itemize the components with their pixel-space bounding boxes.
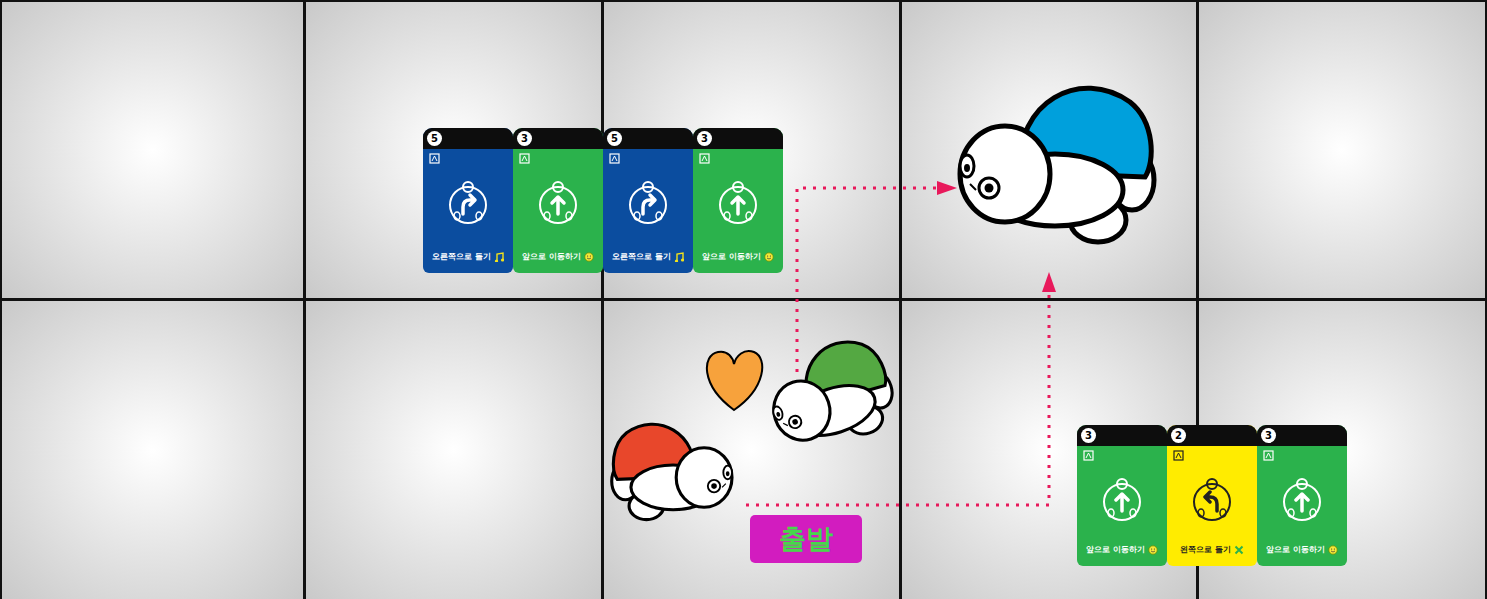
card-number: 3 (1261, 428, 1276, 443)
heart (707, 351, 762, 410)
card-symbol (764, 252, 774, 262)
turtle-command-icon (623, 178, 673, 228)
card-symbol (1148, 545, 1158, 555)
instruction-card: 3 앞으로 이동하기 (693, 128, 783, 273)
green-turtle (759, 332, 903, 460)
card-header: 5 (423, 128, 513, 149)
blue-turtle (960, 88, 1154, 242)
card-label-row: 앞으로 이동하기 (693, 251, 783, 262)
board-cell (2, 301, 303, 599)
card-number: 3 (697, 131, 712, 146)
card-mini-icon (1083, 450, 1095, 462)
card-header: 2 (1167, 425, 1257, 446)
arrow-head (937, 181, 957, 195)
turtle-command-icon (533, 178, 583, 228)
board-cell (2, 2, 303, 298)
start-text: 출발 (779, 521, 833, 557)
card-mini-icon (699, 153, 711, 165)
board-cell (1199, 2, 1485, 298)
card-number: 3 (1081, 428, 1096, 443)
card-mini-icon (1173, 450, 1185, 462)
board-cell (306, 301, 601, 599)
card-header: 5 (603, 128, 693, 149)
turtle-command-icon (713, 178, 763, 228)
card-symbol (494, 252, 504, 262)
path-dots (746, 292, 1049, 505)
card-label-row: 왼쪽으로 돌기 (1167, 544, 1257, 555)
card-mini-icon (429, 153, 441, 165)
card-header: 3 (1257, 425, 1347, 446)
card-header: 3 (513, 128, 603, 149)
card-number: 5 (427, 131, 442, 146)
card-label: 앞으로 이동하기 (1266, 544, 1325, 555)
card-mini-icon (519, 153, 531, 165)
path-dots (797, 188, 938, 372)
card-mini-icon (609, 153, 621, 165)
card-label: 앞으로 이동하기 (1086, 544, 1145, 555)
start-label: 출발 (750, 515, 862, 563)
card-number: 2 (1171, 428, 1186, 443)
card-symbol (1328, 545, 1338, 555)
arrow-head (1042, 272, 1056, 292)
card-symbol (584, 252, 594, 262)
card-symbol (674, 252, 684, 262)
card-symbol (1234, 545, 1244, 555)
instruction-card: 2 왼쪽으로 돌기 (1167, 425, 1257, 566)
red-turtle (612, 424, 732, 519)
card-label-row: 앞으로 이동하기 (513, 251, 603, 262)
card-label-row: 앞으로 이동하기 (1077, 544, 1167, 555)
instruction-card: 3 앞으로 이동하기 (513, 128, 603, 273)
instruction-card: 5 오른쪽으로 돌기 (423, 128, 513, 273)
turtle-command-icon (1187, 475, 1237, 525)
instruction-card: 3 앞으로 이동하기 (1257, 425, 1347, 566)
card-label: 앞으로 이동하기 (522, 251, 581, 262)
turtle-command-icon (443, 178, 493, 228)
card-mini-icon (1263, 450, 1275, 462)
card-header: 3 (1077, 425, 1167, 446)
card-label: 왼쪽으로 돌기 (1180, 544, 1231, 555)
instruction-card: 3 앞으로 이동하기 (1077, 425, 1167, 566)
card-number: 3 (517, 131, 532, 146)
card-label: 오른쪽으로 돌기 (612, 251, 671, 262)
card-header: 3 (693, 128, 783, 149)
card-label: 앞으로 이동하기 (702, 251, 761, 262)
card-label-row: 오른쪽으로 돌기 (423, 251, 513, 262)
card-label-row: 앞으로 이동하기 (1257, 544, 1347, 555)
card-number: 5 (607, 131, 622, 146)
turtle-command-icon (1097, 475, 1147, 525)
instruction-card: 5 오른쪽으로 돌기 (603, 128, 693, 273)
card-label: 오른쪽으로 돌기 (432, 251, 491, 262)
card-label-row: 오른쪽으로 돌기 (603, 251, 693, 262)
turtle-command-icon (1277, 475, 1327, 525)
